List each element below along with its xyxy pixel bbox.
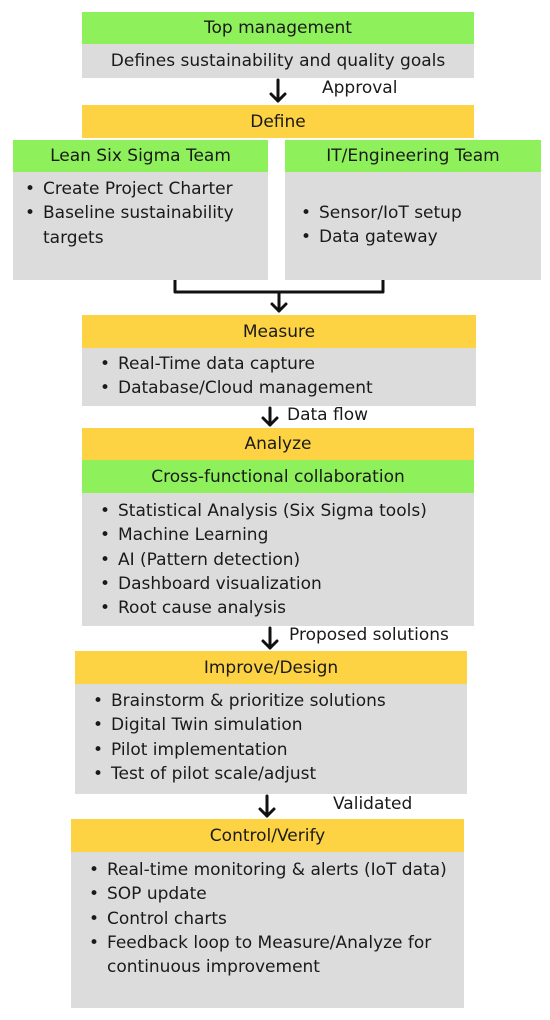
analyze-subtitle: Cross-functional collaboration — [151, 466, 405, 487]
arrow-approval-head — [269, 92, 287, 103]
list-item: Sensor/IoT setup — [297, 201, 535, 226]
measure-header: Measure — [82, 315, 476, 348]
define-title: Define — [250, 111, 306, 132]
list-item: Dashboard visualization — [96, 572, 470, 597]
it-team-header: IT/Engineering Team — [285, 140, 541, 172]
edge-label-validated: Validated — [333, 794, 413, 814]
lean-team-header: Lean Six Sigma Team — [13, 140, 268, 172]
arrow-validated-head — [258, 807, 276, 818]
list-item: Test of pilot scale/adjust — [89, 762, 463, 787]
improve-list: Brainstorm & prioritize solutions Digita… — [89, 689, 463, 786]
top-management-title: Top management — [204, 18, 352, 38]
lean-team-list: Create Project Charter Baseline sustaina… — [21, 177, 262, 250]
team-merge-bracket — [173, 278, 385, 294]
control-list: Real-time monitoring & alerts (IoT data)… — [85, 858, 460, 979]
arrow-proposed-solutions-head — [261, 639, 279, 650]
list-item: Root cause analysis — [96, 596, 470, 621]
top-management-header: Top management — [82, 12, 474, 44]
list-item: Control charts — [85, 907, 460, 932]
top-management-description-box: Defines sustainability and quality goals — [82, 44, 474, 78]
control-title: Control/Verify — [209, 825, 326, 846]
list-item: Pilot implementation — [89, 738, 463, 763]
list-item: Database/Cloud management — [96, 376, 470, 401]
lean-team-title: Lean Six Sigma Team — [50, 146, 231, 166]
analyze-header: Analyze — [82, 428, 474, 460]
list-item: Machine Learning — [96, 523, 470, 548]
list-item: Create Project Charter — [21, 177, 262, 202]
improve-title: Improve/Design — [203, 657, 339, 678]
edge-label-data-flow: Data flow — [287, 405, 369, 425]
analyze-subheader: Cross-functional collaboration — [82, 460, 474, 493]
top-management-description: Defines sustainability and quality goals — [110, 51, 446, 71]
define-header: Define — [82, 105, 474, 138]
it-team-title: IT/Engineering Team — [326, 146, 500, 166]
analyze-title: Analyze — [244, 434, 312, 454]
control-body: Real-time monitoring & alerts (IoT data)… — [71, 852, 464, 1008]
list-item: Real-Time data capture — [96, 352, 470, 377]
improve-header: Improve/Design — [75, 651, 467, 684]
list-item: Brainstorm & prioritize solutions — [89, 689, 463, 714]
list-item: Feedback loop to Measure/Analyze for con… — [85, 931, 460, 980]
it-team-list: Sensor/IoT setup Data gateway — [297, 201, 535, 250]
edge-label-proposed-solutions: Proposed solutions — [289, 625, 449, 645]
edge-label-approval: Approval — [322, 78, 398, 98]
analyze-body: Statistical Analysis (Six Sigma tools) M… — [82, 493, 474, 626]
control-header: Control/Verify — [71, 819, 464, 852]
improve-body: Brainstorm & prioritize solutions Digita… — [75, 684, 467, 794]
arrow-teams-to-measure-head — [270, 302, 288, 313]
list-item: Digital Twin simulation — [89, 713, 463, 738]
list-item: Statistical Analysis (Six Sigma tools) — [96, 499, 470, 524]
list-item: Real-time monitoring & alerts (IoT data) — [85, 858, 460, 883]
measure-body: Real-Time data capture Database/Cloud ma… — [82, 348, 476, 406]
list-item: Data gateway — [297, 225, 535, 250]
list-item: AI (Pattern detection) — [96, 548, 470, 573]
arrow-data-flow-head — [261, 416, 279, 427]
analyze-list: Statistical Analysis (Six Sigma tools) M… — [96, 499, 470, 621]
it-team-body: Sensor/IoT setup Data gateway — [285, 172, 541, 280]
measure-title: Measure — [242, 321, 316, 342]
lean-team-body: Create Project Charter Baseline sustaina… — [13, 172, 268, 280]
list-item: Baseline sustainability targets — [21, 201, 262, 250]
measure-list: Real-Time data capture Database/Cloud ma… — [96, 352, 470, 401]
list-item: SOP update — [85, 882, 460, 907]
